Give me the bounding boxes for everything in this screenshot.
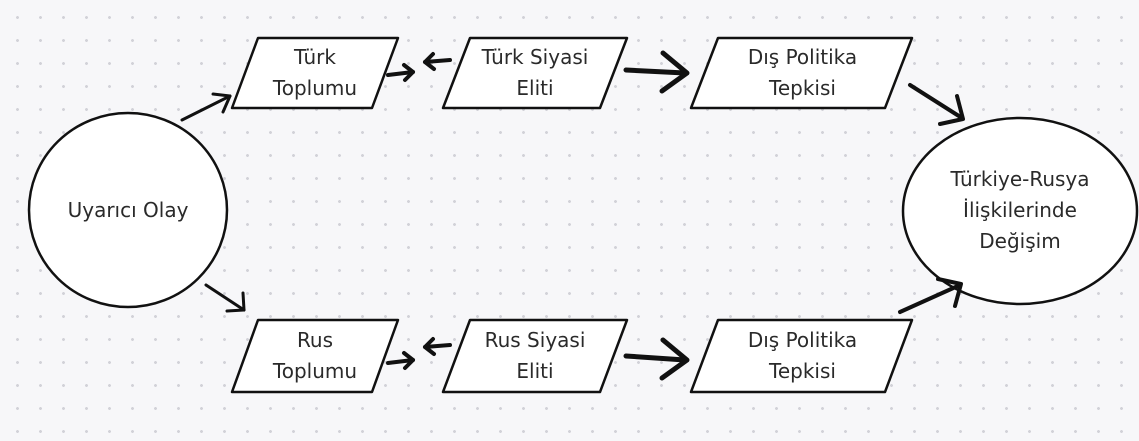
arrow-russia-society-to-elite [386, 351, 415, 370]
arrow-start-to-turkey-society [180, 92, 232, 122]
arrow-russia-elite-to-society [423, 337, 452, 356]
arrow-turkey-elite-to-foreign-policy [623, 50, 690, 94]
arrow-russia-elite-to-foreign-policy [623, 337, 690, 381]
turkey-elite-box [441, 36, 629, 110]
arrow-start-to-russia-society [204, 283, 246, 313]
arrow-turkey-foreign-policy-to-end [908, 83, 965, 126]
russia-foreign-policy-box [689, 318, 914, 394]
start-node-circle [27, 111, 229, 309]
arrow-turkey-elite-to-society [423, 52, 452, 71]
turkey-foreign-policy-box [689, 36, 914, 110]
arrow-turkey-society-to-elite [386, 63, 415, 82]
end-node-ellipse [901, 116, 1139, 306]
arrow-russia-foreign-policy-to-end [898, 277, 963, 314]
russia-elite-box [441, 318, 629, 394]
turkey-society-box [230, 36, 400, 110]
russia-society-box [230, 318, 400, 394]
